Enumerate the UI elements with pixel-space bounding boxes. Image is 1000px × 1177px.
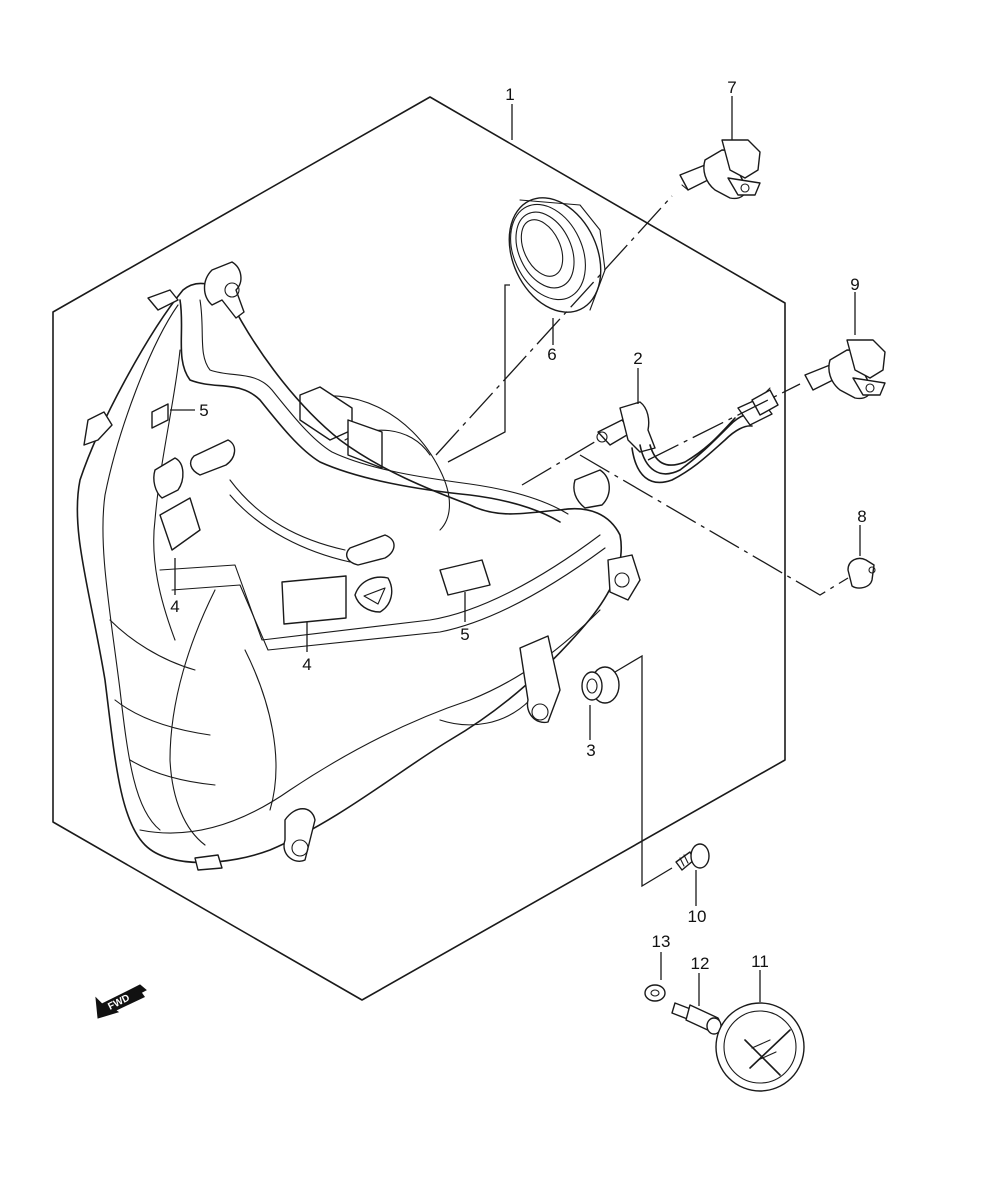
callout-6: 6	[547, 345, 556, 364]
callout-8: 8	[857, 507, 866, 526]
callout-1: 1	[505, 85, 514, 104]
callout-4-left: 4	[170, 597, 179, 616]
callout-2: 2	[633, 349, 642, 368]
assembly-outline	[52, 96, 786, 1001]
cap-part	[715, 1002, 805, 1092]
pin-part	[671, 1002, 722, 1035]
dust-cover-part	[508, 197, 606, 313]
callout-5-upper: 5	[199, 401, 208, 420]
socket-harness-part	[596, 387, 779, 484]
screw-part	[675, 843, 710, 871]
callout-13: 13	[652, 932, 671, 951]
callout-7: 7	[727, 78, 736, 97]
callout-4-center: 4	[302, 655, 311, 674]
grommet-part	[581, 666, 620, 704]
callout-5-center: 5	[460, 625, 469, 644]
washer-part	[644, 984, 666, 1002]
callout-11: 11	[751, 952, 769, 971]
fwd-arrow-icon: FWD	[95, 984, 147, 1019]
headlamp-housing	[76, 261, 641, 871]
bulb-part-7	[679, 139, 761, 200]
bulb-part-8	[847, 557, 876, 589]
bulb-part-9	[804, 339, 886, 400]
leader-lines	[170, 96, 861, 1006]
callout-10: 10	[688, 907, 707, 926]
callout-9: 9	[850, 275, 859, 294]
fwd-label: FWD	[106, 993, 131, 1013]
callout-12: 12	[691, 954, 710, 973]
callout-3: 3	[586, 741, 595, 760]
